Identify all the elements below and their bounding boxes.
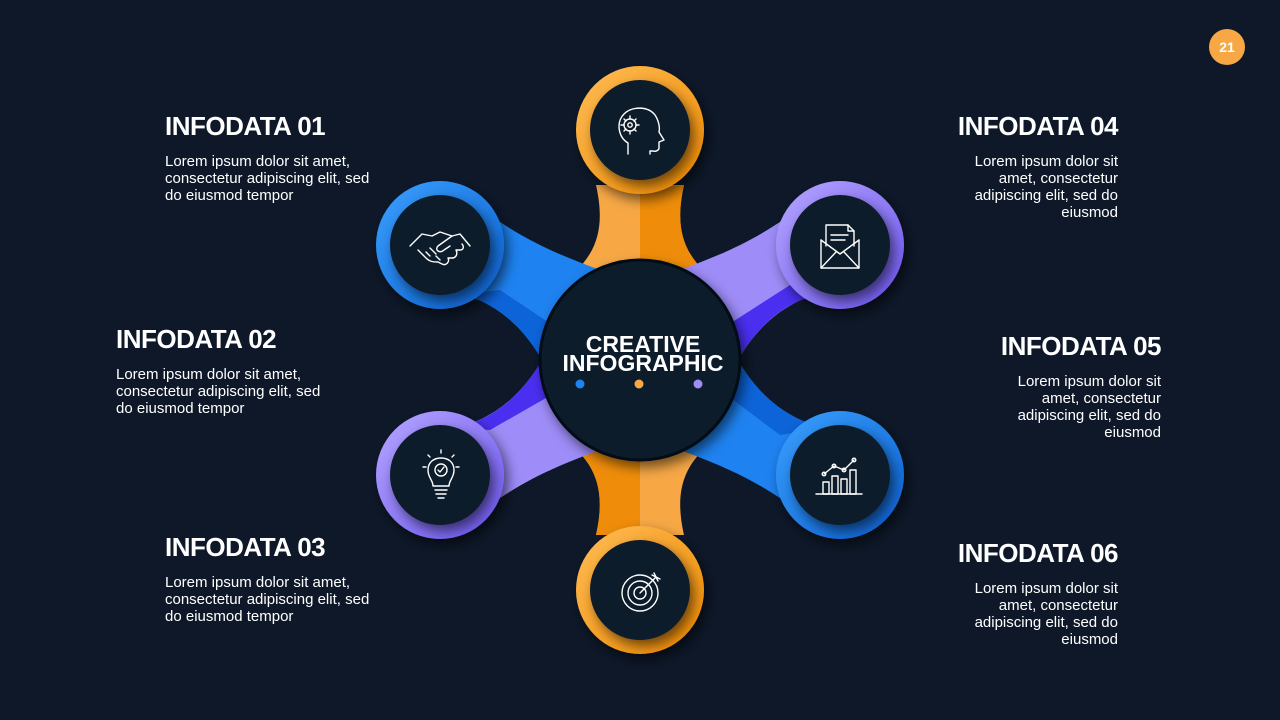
head-gear-icon: [618, 107, 665, 155]
infodata-04-title: INFODATA 04: [957, 111, 1119, 141]
node-disc-top-right: [790, 195, 890, 295]
page-number-badge: 21: [1209, 29, 1245, 65]
node-disc-bottom-left: [390, 425, 490, 525]
center-title-line1: CREATIVE: [586, 331, 701, 357]
infodata-03-text: Lorem ipsum dolor sit amet, consectetur …: [165, 574, 370, 625]
infodata-04-text: Lorem ipsum dolor sit amet, consectetur …: [974, 153, 1118, 221]
infodata-02-text: Lorem ipsum dolor sit amet, consectetur …: [116, 366, 321, 417]
node-disc-top: [590, 80, 690, 180]
center-hub: [538, 258, 742, 462]
node-disc-bottom-right: [790, 425, 890, 525]
infodata-01-text: Lorem ipsum dolor sit amet, consectetur …: [165, 153, 370, 204]
infodata-03-block: INFODATA 03 Lorem ipsum dolor sit amet, …: [165, 534, 385, 625]
infodata-02-block: INFODATA 02 Lorem ipsum dolor sit amet, …: [116, 326, 336, 417]
infodata-06-text: Lorem ipsum dolor sit amet, consectetur …: [974, 580, 1118, 648]
arm-top-left-shade: [460, 290, 560, 365]
bar-chart-growth-icon: [815, 457, 863, 495]
center-dot-purple: [693, 379, 703, 389]
infodata-04-block: INFODATA 04 Lorem ipsum dolor sit amet, …: [918, 111, 1119, 221]
infodata-05-text: Lorem ipsum dolor sit amet, consectetur …: [1017, 373, 1161, 441]
lightbulb-check-icon: [422, 449, 460, 499]
arm-bottom-shade: [575, 448, 640, 535]
infodata-01-title: INFODATA 01: [165, 111, 326, 141]
center-title-line2: INFOGRAPHIC: [563, 350, 724, 376]
infodata-05-block: INFODATA 05 Lorem ipsum dolor sit amet, …: [961, 331, 1162, 441]
infodata-02-title: INFODATA 02: [116, 324, 277, 354]
arm-bottom-left-shade: [455, 355, 560, 430]
infodata-01-block: INFODATA 01 Lorem ipsum dolor sit amet, …: [165, 113, 385, 204]
arm-top-shade: [640, 185, 705, 272]
infodata-06-title: INFODATA 06: [957, 538, 1119, 568]
infodata-05-title: INFODATA 05: [1000, 331, 1162, 361]
target-dart-icon: [621, 572, 661, 612]
center-dot-orange: [634, 379, 644, 389]
node-disc-bottom: [590, 540, 690, 640]
infodata-06-block: INFODATA 06 Lorem ipsum dolor sit amet, …: [918, 538, 1119, 648]
envelope-document-icon: [820, 224, 860, 269]
arm-top-right-shade: [720, 285, 820, 365]
arm-bottom-right-shade: [720, 355, 825, 435]
center-dot-blue: [575, 379, 585, 389]
handshake-icon: [409, 231, 471, 266]
infodata-03-title: INFODATA 03: [165, 532, 326, 562]
